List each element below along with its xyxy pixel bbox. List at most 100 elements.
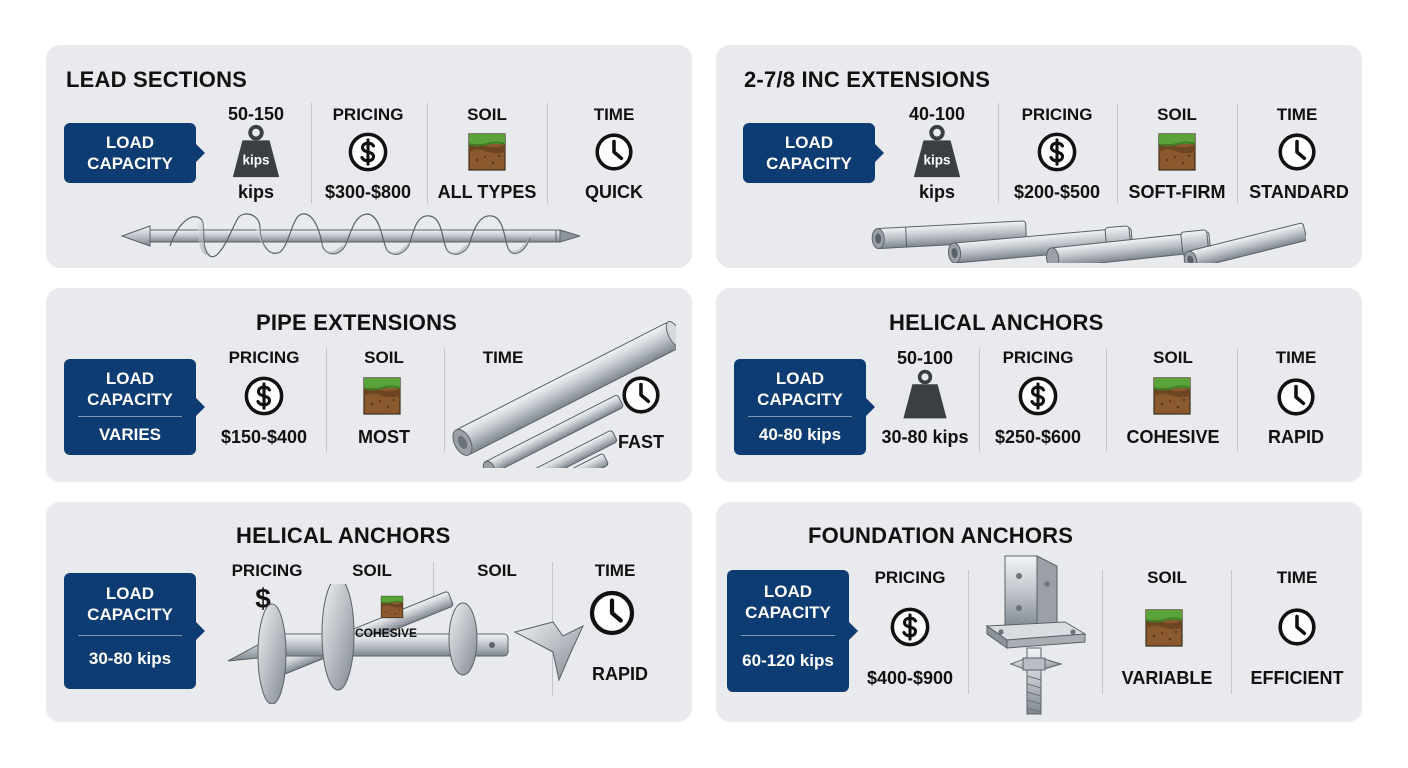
card-title: PIPE EXTENSIONS bbox=[256, 310, 458, 335]
pricing-value: $400-$900 bbox=[866, 668, 954, 688]
load-value: 40-100 bbox=[908, 104, 966, 124]
soil-label: SOIL bbox=[467, 105, 507, 124]
load-box-value: 30-80 kips bbox=[88, 649, 172, 668]
soil-value: MOST bbox=[358, 427, 410, 447]
time-label: TIME bbox=[594, 561, 636, 580]
soil-icon bbox=[362, 376, 402, 416]
pricing-label: PRICING bbox=[1021, 105, 1093, 124]
divider bbox=[547, 103, 548, 203]
time-label: TIME bbox=[482, 348, 524, 367]
divider bbox=[427, 103, 428, 203]
pricing-label: PRICING bbox=[1002, 348, 1074, 367]
clock-icon bbox=[1275, 376, 1317, 418]
load-value: 50-100 bbox=[896, 348, 954, 368]
soil-label: SOIL bbox=[1147, 568, 1187, 587]
divider bbox=[1102, 570, 1103, 694]
soil-icon bbox=[1144, 608, 1184, 648]
clock-icon bbox=[620, 374, 662, 416]
pricing-label: PRICING bbox=[874, 568, 946, 587]
load-capacity-label: LOAD CAPACITY bbox=[64, 123, 205, 183]
time-value: RAPID bbox=[591, 664, 649, 684]
pricing-label: PRICING bbox=[231, 561, 303, 580]
time-value: STANDARD bbox=[1249, 182, 1349, 202]
load-capacity-label: LOAD CAPACITY 40-80 kips bbox=[734, 359, 875, 455]
load-capacity-label: LOAD CAPACITY bbox=[743, 123, 884, 183]
time-label: TIME bbox=[1276, 568, 1318, 587]
divider bbox=[1106, 348, 1107, 452]
card-title: 2-7/8 INC EXTENSIONS bbox=[744, 67, 991, 92]
pipe-icon bbox=[871, 220, 1306, 263]
divider bbox=[1117, 103, 1118, 203]
clock-icon bbox=[593, 131, 635, 173]
load-capacity-label: LOAD CAPACITY 30-80 kips bbox=[64, 573, 205, 689]
pricing-value: $200-$500 bbox=[1013, 182, 1101, 202]
card-title: HELICAL ANCHORS bbox=[236, 523, 451, 548]
soil-icon bbox=[467, 132, 507, 172]
divider bbox=[433, 562, 434, 602]
card-2-7-8-extensions: 2-7/8 INC EXTENSIONS LOAD CAPACITY 40-10… bbox=[716, 45, 1362, 268]
soil-value: ALL TYPES bbox=[437, 182, 537, 202]
pricing-value: $150-$400 bbox=[220, 427, 308, 447]
divider bbox=[311, 103, 312, 203]
weight-icon-label: kips bbox=[923, 153, 950, 168]
pipe-icon bbox=[452, 321, 676, 468]
divider bbox=[444, 348, 445, 452]
divider bbox=[998, 103, 999, 203]
dollar-sign: $ bbox=[255, 583, 271, 614]
pricing-value: $300-$800 bbox=[324, 182, 412, 202]
soil-label: SOIL bbox=[1157, 105, 1197, 124]
pricing-label: PRICING bbox=[332, 105, 404, 124]
time-label: TIME bbox=[593, 105, 635, 124]
card-lead-sections: LEAD SECTIONS LOAD CAPACITY 50-150 kips … bbox=[46, 45, 692, 268]
soil-value: COHESIVE bbox=[1126, 427, 1220, 447]
weight-icon bbox=[898, 368, 952, 422]
dollar-icon bbox=[888, 605, 932, 649]
soil-value: SOFT-FIRM bbox=[1128, 182, 1226, 202]
time-value: RAPID bbox=[1267, 427, 1325, 447]
card-title: LEAD SECTIONS bbox=[66, 67, 248, 92]
clock-icon bbox=[1276, 131, 1318, 173]
soil-label: SOIL bbox=[364, 348, 404, 367]
load-box-value: 40-80 kips bbox=[758, 425, 842, 444]
pricing-value: $250-$600 bbox=[994, 427, 1082, 447]
weight-icon-label: kips bbox=[242, 153, 269, 168]
load-unit: kips bbox=[237, 182, 275, 202]
bracket-icon bbox=[985, 555, 1087, 715]
soil-label-2: SOIL bbox=[477, 561, 517, 580]
divider bbox=[1237, 103, 1238, 203]
dollar-icon bbox=[1035, 130, 1079, 174]
dollar-icon bbox=[242, 374, 286, 418]
load-capacity-label: LOAD CAPACITY VARIES bbox=[64, 359, 205, 455]
soil-inline-value: COHESIVE bbox=[354, 626, 418, 640]
weight-icon: kips bbox=[908, 123, 966, 181]
load-unit: kips bbox=[918, 182, 956, 202]
pricing-label: PRICING bbox=[228, 348, 300, 367]
card-pipe-extensions: PIPE EXTENSIONS LOAD CAPACITY VARIES PRI… bbox=[46, 288, 692, 482]
card-foundation-anchors: FOUNDATION ANCHORS LOAD CAPACITY 60-120 … bbox=[716, 502, 1362, 722]
load-box-value: VARIES bbox=[98, 425, 162, 444]
card-helical-anchors-2: HELICAL ANCHORS LOAD CAPACITY 30-80 kips… bbox=[46, 502, 692, 722]
load-box-value: 60-120 kips bbox=[742, 651, 834, 670]
load-unit: 30-80 kips bbox=[881, 427, 969, 447]
soil-value: VARIABLE bbox=[1121, 668, 1213, 688]
time-value: EFFICIENT bbox=[1250, 668, 1344, 688]
soil-label: SOIL bbox=[1153, 348, 1193, 367]
divider bbox=[1231, 570, 1232, 694]
soil-icon bbox=[1152, 376, 1192, 416]
card-title: FOUNDATION ANCHORS bbox=[808, 523, 1074, 548]
load-capacity-label: LOAD CAPACITY 60-120 kips bbox=[727, 570, 858, 692]
clock-icon bbox=[587, 588, 637, 638]
divider bbox=[979, 348, 980, 452]
time-value: QUICK bbox=[585, 182, 643, 202]
card-title: HELICAL ANCHORS bbox=[889, 310, 1104, 335]
soil-label: SOIL bbox=[352, 561, 392, 580]
card-helical-anchors: HELICAL ANCHORS LOAD CAPACITY 40-80 kips… bbox=[716, 288, 1362, 482]
divider bbox=[326, 348, 327, 452]
load-value: 50-150 bbox=[227, 104, 285, 124]
dollar-icon bbox=[1016, 374, 1060, 418]
helical-pile-icon bbox=[227, 584, 509, 704]
divider bbox=[968, 570, 969, 694]
weight-icon: kips bbox=[227, 123, 285, 181]
soil-icon bbox=[1157, 132, 1197, 172]
divider bbox=[1237, 348, 1238, 452]
